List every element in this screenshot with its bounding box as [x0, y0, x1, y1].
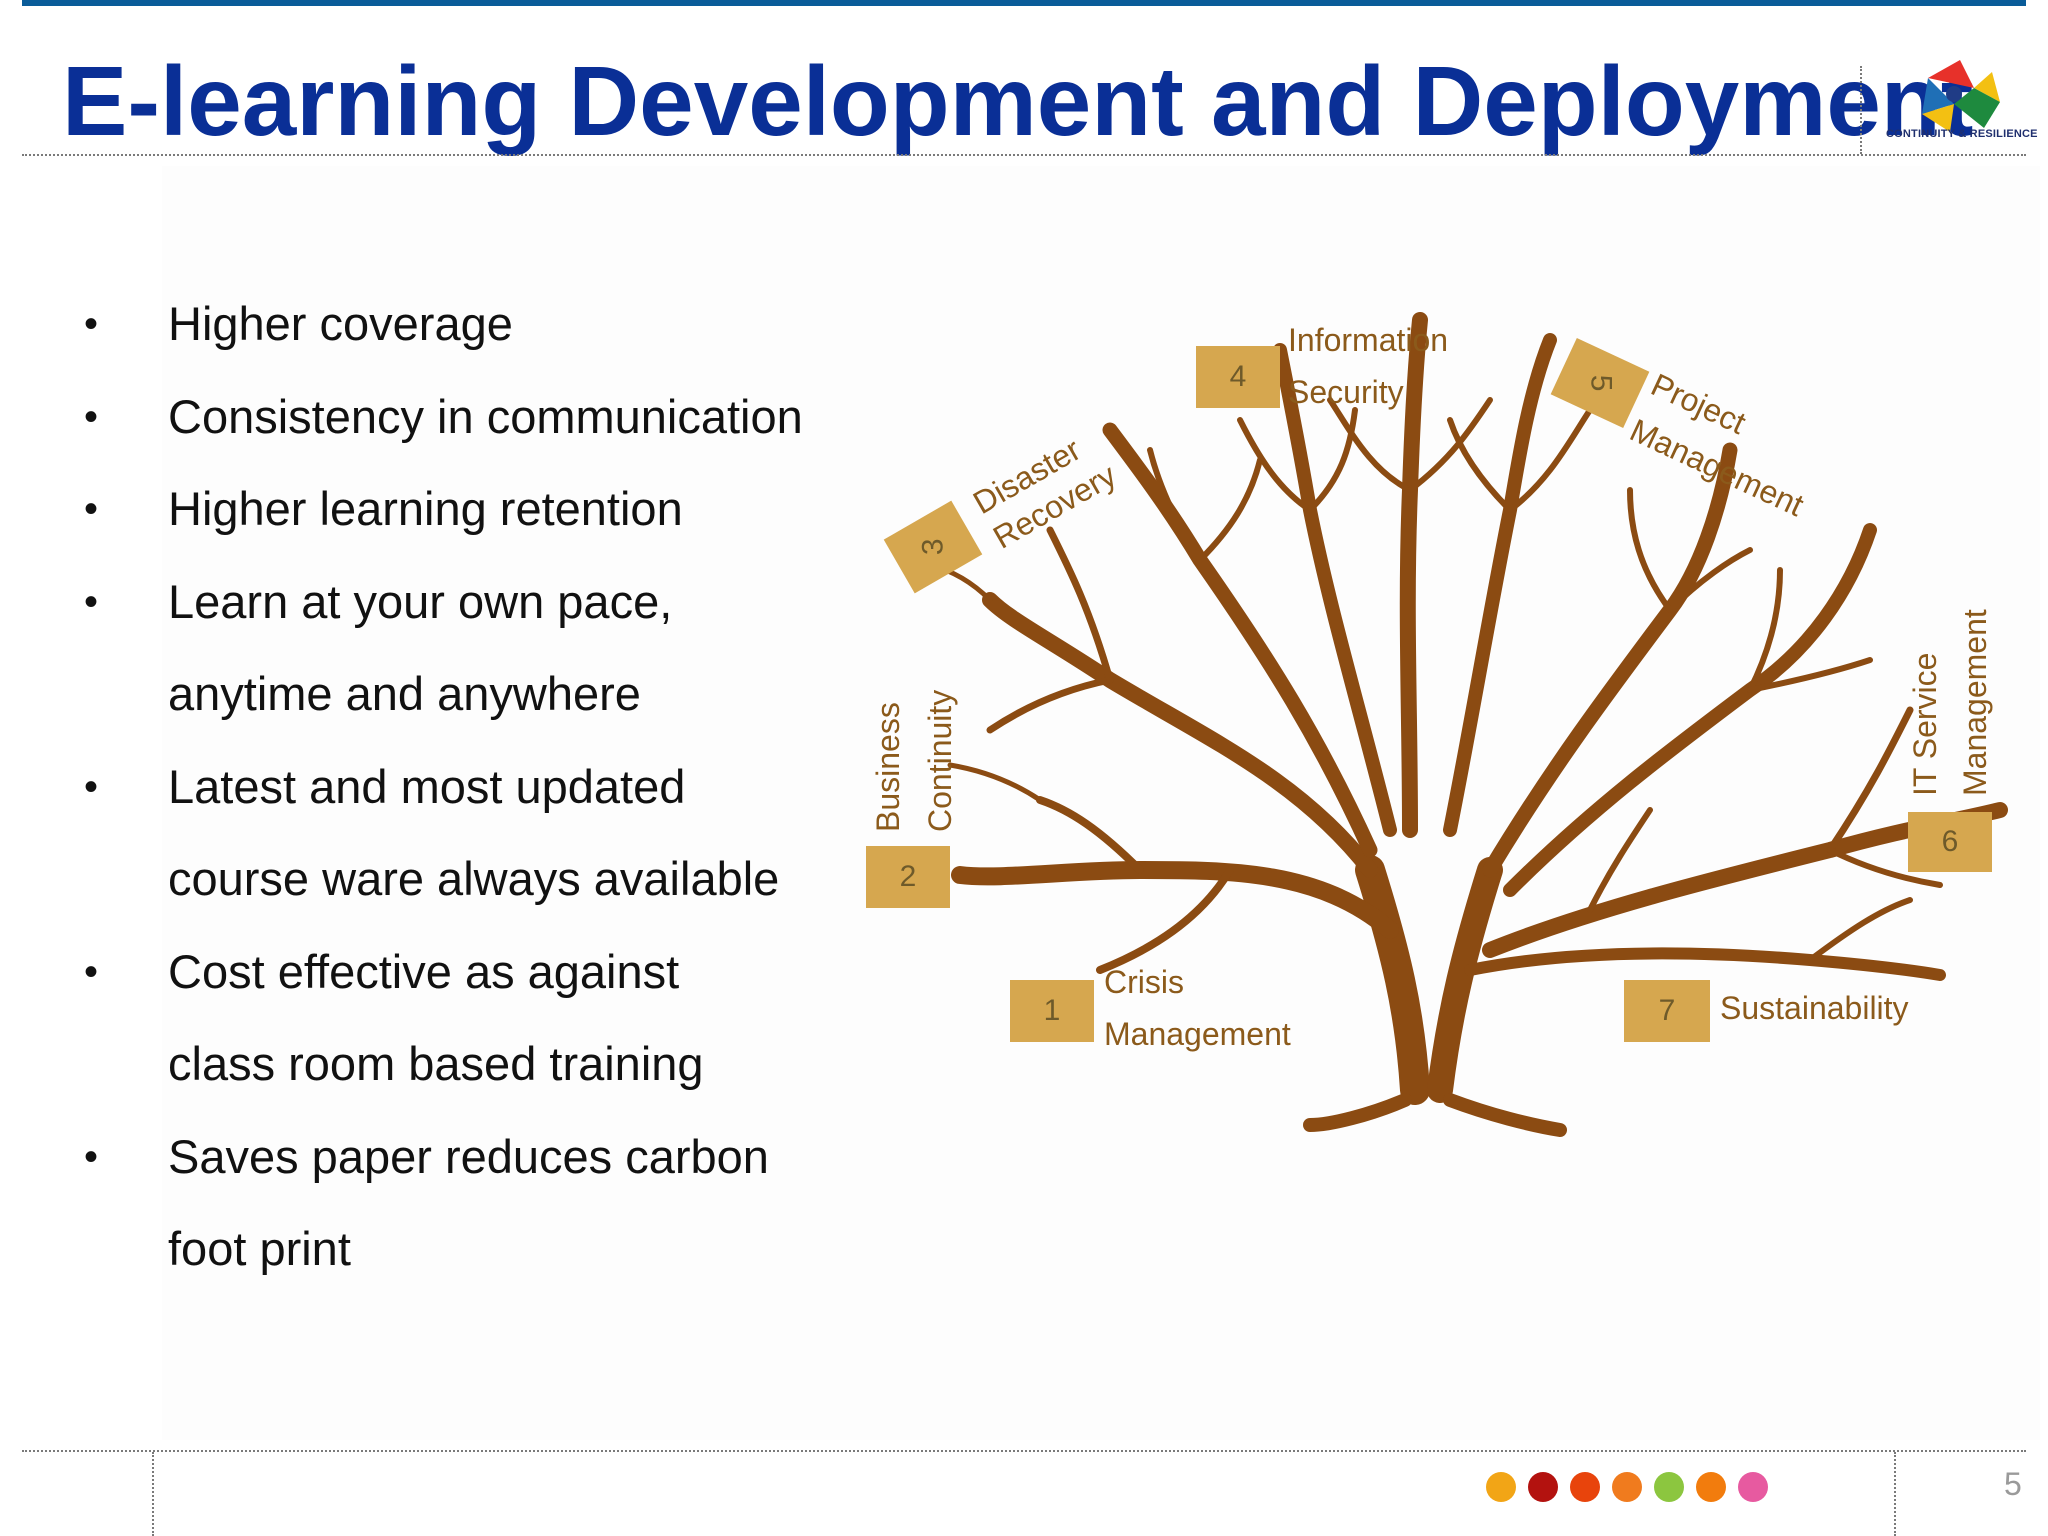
bullet-text: Consistency in communication	[168, 389, 803, 443]
item-6-label-line-1: IT Service	[1907, 652, 1943, 796]
tree-root-right	[1443, 1093, 1567, 1137]
tree-root-left	[1303, 1093, 1412, 1132]
bullet-item-continuation: foot print	[84, 1203, 948, 1296]
branch-center	[1399, 312, 1428, 838]
footer-dot	[1528, 1472, 1558, 1502]
item-4-label-line-2: Security	[1288, 374, 1404, 410]
item-2-number-box: 2	[866, 846, 950, 908]
bullet-text: class room based training	[168, 1037, 704, 1090]
tree-diagram	[927, 312, 2008, 1137]
bullet-dot: •	[84, 1134, 99, 1179]
bullet-item: • Learn at your own pace,	[84, 556, 948, 649]
item-2-label: Business Continuity	[862, 690, 966, 832]
footer-right-divider	[1894, 1452, 1896, 1536]
company-logo	[1922, 60, 2000, 132]
bullet-text: Saves paper reduces carbon	[168, 1129, 769, 1183]
branch-right-bottom	[1464, 947, 1946, 981]
bullet-item-continuation: anytime and anywhere	[84, 648, 948, 741]
item-1-label-line-1: Crisis	[1104, 964, 1184, 1000]
bullet-text: foot print	[168, 1222, 351, 1275]
item-7-label: Sustainability	[1720, 990, 1909, 1026]
footer-dot-row	[1486, 1472, 1768, 1502]
branch-left-upper	[1102, 422, 1378, 858]
header-divider	[22, 154, 2026, 156]
top-accent-bar	[22, 0, 2026, 6]
bullet-item: • Consistency in communication	[84, 371, 948, 464]
footer-dot	[1654, 1472, 1684, 1502]
page-number: 5	[2004, 1466, 2022, 1502]
item-7-number-box: 7	[1624, 980, 1710, 1042]
item-5-number: 5	[1584, 374, 1617, 392]
bullet-text: Latest and most updated	[168, 759, 686, 813]
bullet-item-continuation: class room based training	[84, 1018, 948, 1111]
bullet-dot: •	[84, 394, 99, 439]
bullet-text: course ware always available	[168, 852, 780, 905]
bullet-dot: •	[84, 579, 99, 624]
item-1-label-line-2: Management	[1104, 1016, 1291, 1052]
bullet-text: Higher coverage	[168, 297, 513, 350]
item-6-label-line-2: Management	[1957, 609, 1993, 796]
content-panel	[162, 166, 2040, 1440]
bullet-item: • Higher coverage	[84, 278, 948, 371]
item-2-label-line-2: Continuity	[922, 689, 958, 832]
bullet-item-continuation: course ware always available	[84, 833, 948, 926]
tree-trunk	[1355, 855, 1430, 1105]
item-4-label: Information Security	[1288, 314, 1448, 418]
bullet-dot: •	[84, 487, 99, 531]
branch-right-upper	[1482, 442, 1738, 878]
branch-center-right	[1443, 333, 1557, 837]
item-1-number-box: 1	[1010, 980, 1094, 1042]
slide-title: E-learning Development and Deployment	[62, 46, 1974, 156]
bullet-text: Cost effective as against	[168, 944, 680, 998]
bullet-item: • Cost effective as against	[84, 926, 948, 1019]
item-1-label: Crisis Management	[1104, 956, 1291, 1060]
bullet-item: • Latest and most updated	[84, 741, 948, 834]
bullet-item: • Saves paper reduces carbon	[84, 1111, 948, 1204]
item-4-number-box: 4	[1196, 346, 1280, 408]
bullet-text: anytime and anywhere	[168, 667, 641, 720]
bullet-item: • Higher learning retention	[84, 463, 948, 556]
footer-dot	[1612, 1472, 1642, 1502]
bullet-list: • Higher coverage • Consistency in communic…	[84, 278, 948, 1296]
footer-dot	[1738, 1472, 1768, 1502]
bullet-dot: •	[84, 764, 99, 809]
branch-right-mid	[1503, 523, 1877, 897]
footer-left-divider	[152, 1452, 154, 1536]
item-3-number: 3	[916, 538, 949, 556]
item-6-number-box: 6	[1908, 812, 1992, 872]
logo-divider	[1860, 66, 1862, 154]
branch-left-low	[951, 861, 1399, 939]
branch-left-mid	[982, 592, 1378, 878]
bullet-text: Higher learning retention	[168, 482, 683, 535]
bullet-dot: •	[84, 949, 99, 994]
item-6-label: IT Service Management	[1900, 609, 2000, 796]
footer-divider	[22, 1450, 2026, 1452]
footer-dot	[1486, 1472, 1516, 1502]
item-2-label-line-1: Business	[870, 702, 906, 832]
tree-trunk-right	[1427, 857, 1503, 1103]
footer-dot	[1570, 1472, 1600, 1502]
footer-dot	[1696, 1472, 1726, 1502]
bullet-dot: •	[84, 302, 99, 346]
item-4-label-line-1: Information	[1288, 322, 1449, 358]
bullet-text: Learn at your own pace,	[168, 574, 673, 628]
branch-center-left	[1273, 343, 1397, 837]
logo-text: CONTINUITY & RESILIENCE	[1886, 128, 2038, 140]
